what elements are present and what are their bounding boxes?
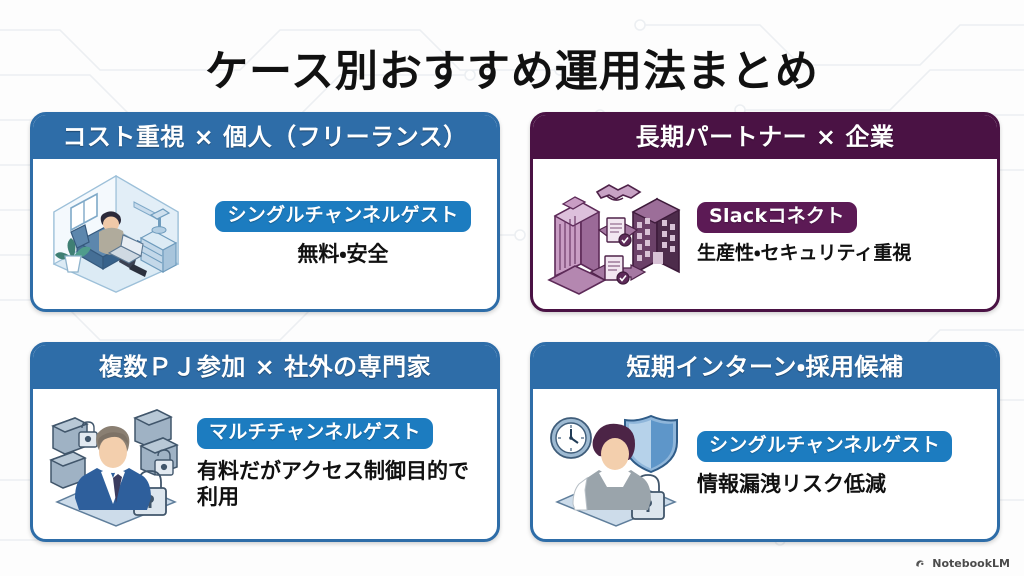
home-office-person-laptop-icon	[52, 174, 180, 293]
card-long-term-partner-description: 生産性・セキュリティ重視	[697, 242, 912, 265]
card-cost-freelance-body: シングルチャンネルゲスト 無料・安全	[33, 159, 497, 309]
card-long-term-partner-text: Slackコネクト 生産性・セキュリティ重視	[697, 202, 987, 266]
person-clock-shield-lock-icon	[550, 414, 678, 527]
notebooklm-watermark: NotebookLM	[914, 557, 1010, 570]
card-cost-freelance-description: 無料・安全	[297, 241, 389, 266]
businessman-folders-locks-icon	[49, 409, 179, 527]
card-cost-freelance[interactable]: コスト重視 × 個人（フリーランス）	[30, 112, 500, 312]
card-multi-project-description: 有料だがアクセス制御目的で利用	[197, 458, 469, 509]
card-long-term-partner-header: 長期パートナー × 企業	[533, 115, 997, 159]
card-grid: コスト重視 × 個人（フリーランス）	[30, 112, 1000, 554]
card-long-term-partner-badge: Slackコネクト	[697, 202, 857, 234]
card-short-term-intern-text: シングルチャンネルゲスト 情報漏洩リスク低減	[697, 430, 987, 497]
page-title: ケース別おすすめ運用法まとめ	[205, 46, 819, 97]
card-short-term-intern-description: 情報漏洩リスク低減	[697, 471, 886, 496]
card-cost-freelance-header: コスト重視 × 個人（フリーランス）	[33, 115, 497, 159]
card-short-term-intern-body: シングルチャンネルゲスト 情報漏洩リスク低減	[533, 389, 997, 539]
card-short-term-intern-badge: シングルチャンネルゲスト	[697, 430, 953, 462]
card-cost-freelance-text: シングルチャンネルゲスト 無料・安全	[197, 200, 487, 267]
card-short-term-intern-header: 短期インターン・採用候補	[533, 345, 997, 389]
card-multi-project-text: マルチチャンネルゲスト 有料だがアクセス制御目的で利用	[197, 417, 487, 510]
notebooklm-watermark-label: NotebookLM	[932, 557, 1010, 570]
card-short-term-intern[interactable]: 短期インターン・採用候補	[530, 342, 1000, 542]
card-multi-project-body: マルチチャンネルゲスト 有料だがアクセス制御目的で利用	[33, 389, 497, 539]
card-long-term-partner-body: Slackコネクト 生産性・セキュリティ重視	[533, 159, 997, 309]
card-multi-project-badge: マルチチャンネルゲスト	[197, 417, 433, 449]
card-long-term-partner[interactable]: 長期パートナー × 企業	[530, 112, 1000, 312]
card-multi-project-header: 複数ＰＪ参加 × 社外の専門家	[33, 345, 497, 389]
card-cost-freelance-badge: シングルチャンネルゲスト	[215, 200, 471, 232]
two-buildings-handshake-documents-icon	[547, 184, 681, 295]
notebooklm-logo-icon	[916, 560, 924, 567]
card-multi-project[interactable]: 複数ＰＪ参加 × 社外の専門家	[30, 342, 500, 542]
